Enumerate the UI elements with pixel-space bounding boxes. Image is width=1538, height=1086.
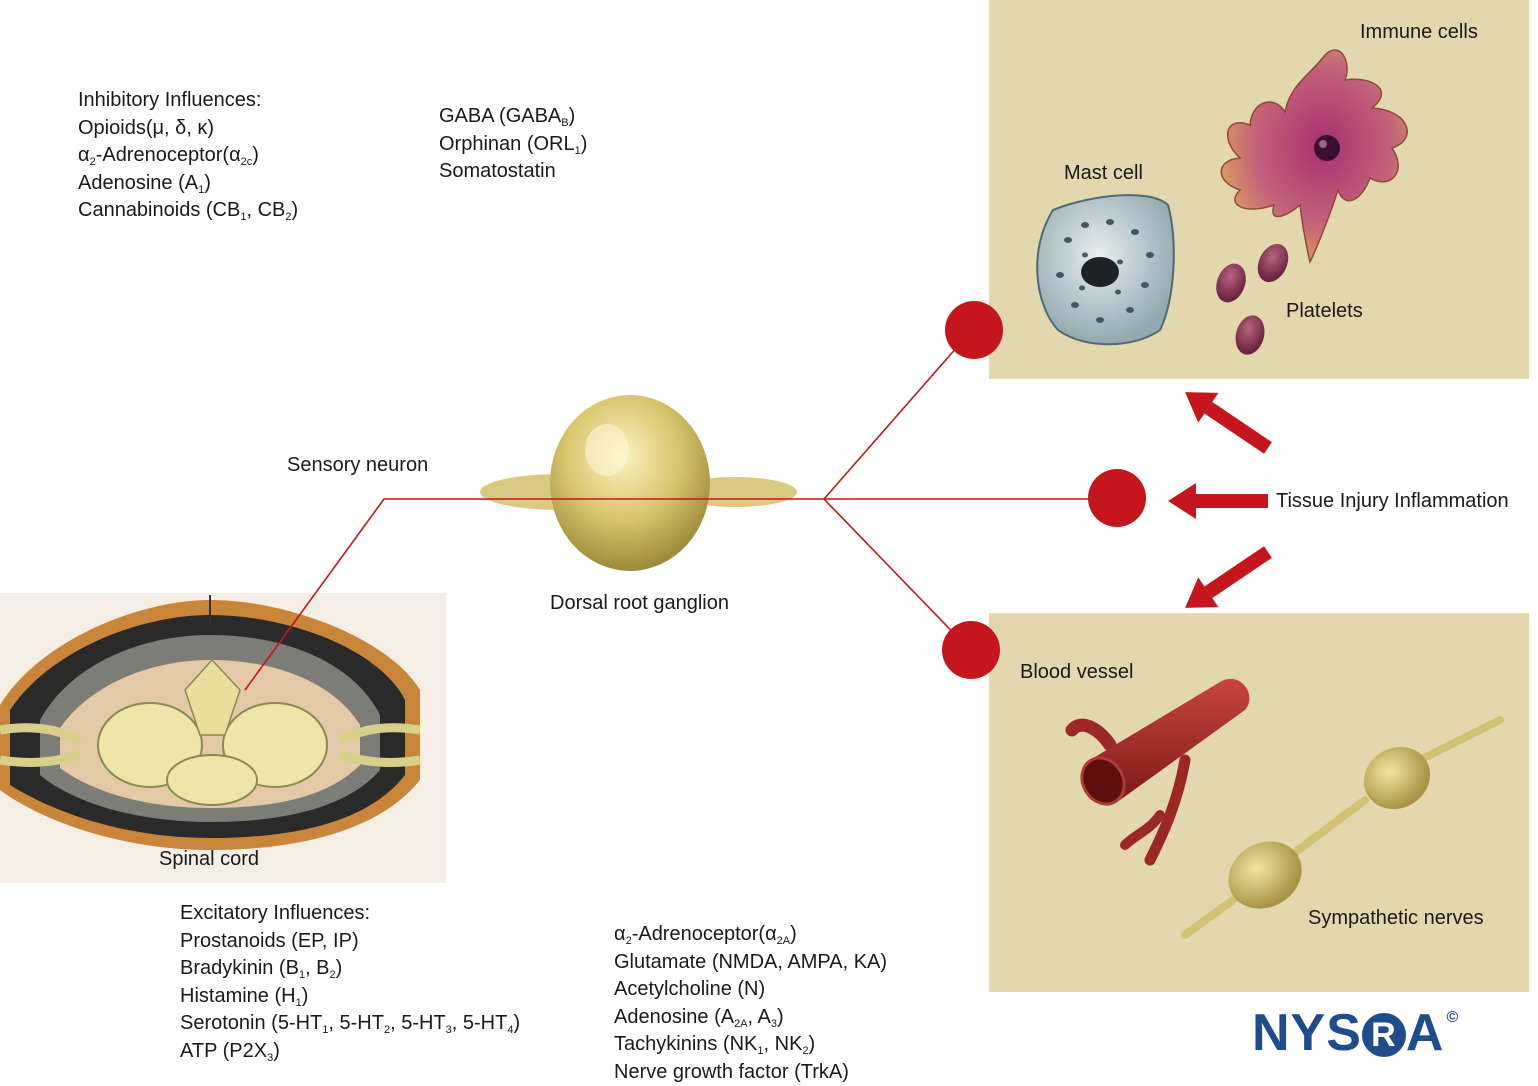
text-part: ) xyxy=(302,985,309,1007)
subscript: 2c xyxy=(241,156,253,168)
influence-item: Acetylcholine (N) xyxy=(614,976,887,1004)
influence-item: Glutamate (NMDA, AMPA, KA) xyxy=(614,949,887,977)
text-part: ) xyxy=(513,1012,520,1034)
influence-item: α2-Adrenoceptor(α2c) xyxy=(78,142,298,170)
text-part: , CB xyxy=(246,199,285,221)
influence-item: Prostanoids (EP, IP) xyxy=(180,928,520,956)
text-part: ) xyxy=(252,144,259,166)
logo-circle-letter: R xyxy=(1362,1013,1406,1057)
text-part: , 5-HT xyxy=(390,1012,446,1034)
subscript: 2A xyxy=(777,935,790,947)
sensory-neuron-label: Sensory neuron xyxy=(287,453,428,477)
text-part: Adenosine (A xyxy=(78,172,198,194)
text-part: ) xyxy=(273,1040,280,1062)
influence-item: Adenosine (A1) xyxy=(78,170,298,198)
nerve-terminal-node-middle xyxy=(1088,469,1146,527)
text-part: , A xyxy=(748,1006,771,1028)
text-part: GABA (GABA xyxy=(439,105,561,127)
text-part: Somatostatin xyxy=(439,160,556,182)
subscript: B xyxy=(561,117,568,129)
blood-vessel-label: Blood vessel xyxy=(1020,660,1133,684)
text-part: -Adrenoceptor(α xyxy=(96,144,241,166)
influence-item: GABA (GABAB) xyxy=(439,103,587,131)
logo-text-post: A xyxy=(1406,1004,1445,1062)
text-part: ) xyxy=(291,199,298,221)
text-part: Opioids(μ, δ, κ) xyxy=(78,117,214,139)
influence-item: Serotonin (5-HT1, 5-HT2, 5-HT3, 5-HT4) xyxy=(180,1010,520,1038)
text-part: ) xyxy=(569,105,576,127)
influence-item: Nerve growth factor (TrkA) xyxy=(614,1059,887,1086)
text-part: , 5-HT xyxy=(328,1012,384,1034)
inhibitory-items-left: Opioids(μ, δ, κ)α2-Adrenoceptor(α2c)Aden… xyxy=(78,115,298,225)
nerve-terminal-node-top xyxy=(945,301,1003,359)
spinal-cord-illustration xyxy=(0,593,446,883)
text-part: Bradykinin (B xyxy=(180,957,299,979)
excitatory-list-left: Excitatory Influences: Prostanoids (EP, … xyxy=(180,900,520,1065)
text-part: Orphinan (ORL xyxy=(439,133,575,155)
text-part: α xyxy=(78,144,90,166)
text-part: Cannabinoids (CB xyxy=(78,199,240,221)
text-part: Histamine (H xyxy=(180,985,296,1007)
text-part: Acetylcholine (N) xyxy=(614,978,765,1000)
immune-cells-label: Immune cells xyxy=(1360,20,1478,44)
text-part: ) xyxy=(336,957,343,979)
text-part: ) xyxy=(581,133,588,155)
spinal-cord-label: Spinal cord xyxy=(159,847,259,871)
text-part: , NK xyxy=(764,1033,803,1055)
text-part: , 5-HT xyxy=(452,1012,508,1034)
arrow-down-left-icon xyxy=(1175,537,1278,623)
nerve-terminal-node-bottom xyxy=(942,621,1000,679)
excitatory-items-right: α2-Adrenoceptor(α2A)Glutamate (NMDA, AMP… xyxy=(614,921,887,1086)
influence-item: Histamine (H1) xyxy=(180,983,520,1011)
text-part: Adenosine (A xyxy=(614,1006,734,1028)
excitatory-items-left: Prostanoids (EP, IP) Bradykinin (B1, B2)H… xyxy=(180,928,520,1066)
text-part: Nerve growth factor (TrkA) xyxy=(614,1061,849,1083)
influence-item: Bradykinin (B1, B2) xyxy=(180,955,520,983)
dorsal-root-ganglion-illustration xyxy=(480,395,797,571)
injury-arrows xyxy=(1168,377,1278,623)
text-part: Serotonin (5-HT xyxy=(180,1012,322,1034)
logo-copyright-mark: © xyxy=(1446,1009,1459,1026)
influence-item: Cannabinoids (CB1, CB2) xyxy=(78,197,298,225)
influence-item: Orphinan (ORL1) xyxy=(439,131,587,159)
text-part: ) xyxy=(777,1006,784,1028)
mast-cell-illustration xyxy=(1037,195,1174,344)
inhibitory-list-left: Inhibitory Influences: Opioids(μ, δ, κ) α… xyxy=(78,87,298,225)
subscript: 2A xyxy=(734,1018,747,1030)
text-part: Glutamate (NMDA, AMPA, KA) xyxy=(614,951,887,973)
text-part: ATP (P2X xyxy=(180,1040,267,1062)
text-part: α xyxy=(614,923,626,945)
influence-item: Adenosine (A2A, A3) xyxy=(614,1004,887,1032)
logo-text-pre: NYS xyxy=(1252,1004,1362,1062)
influence-item: Tachykinins (NK1, NK2) xyxy=(614,1031,887,1059)
influence-item: Somatostatin xyxy=(439,158,587,186)
mast-cell-label: Mast cell xyxy=(1064,161,1143,185)
inhibitory-items-right: GABA (GABAB)Orphinan (ORL1)Somatostatin xyxy=(439,103,587,186)
influence-item: ATP (P2X3) xyxy=(180,1038,520,1066)
inhibitory-heading: Inhibitory Influences: xyxy=(78,87,298,115)
platelets-label: Platelets xyxy=(1286,299,1363,323)
excitatory-list-right: α2-Adrenoceptor(α2A)Glutamate (NMDA, AMP… xyxy=(614,921,887,1086)
text-part: -Adrenoceptor(α xyxy=(632,923,777,945)
text-part: , B xyxy=(305,957,329,979)
text-part: Tachykinins (NK xyxy=(614,1033,757,1055)
text-part: ) xyxy=(790,923,797,945)
influence-item: Opioids(μ, δ, κ) xyxy=(78,115,298,143)
inhibitory-list-right: GABA (GABAB)Orphinan (ORL1)Somatostatin xyxy=(439,103,587,186)
text-part: Prostanoids (EP, IP) xyxy=(180,930,359,952)
excitatory-heading: Excitatory Influences: xyxy=(180,900,520,928)
tissue-injury-label: Tissue Injury Inflammation xyxy=(1276,489,1509,513)
sympathetic-nerves-label: Sympathetic nerves xyxy=(1308,906,1484,930)
arrow-up-left-icon xyxy=(1175,377,1278,463)
influence-item: α2-Adrenoceptor(α2A) xyxy=(614,921,887,949)
arrow-left-icon xyxy=(1168,483,1268,519)
text-part: ) xyxy=(809,1033,816,1055)
dorsal-root-ganglion-label: Dorsal root ganglion xyxy=(550,591,729,615)
text-part: ) xyxy=(204,172,211,194)
